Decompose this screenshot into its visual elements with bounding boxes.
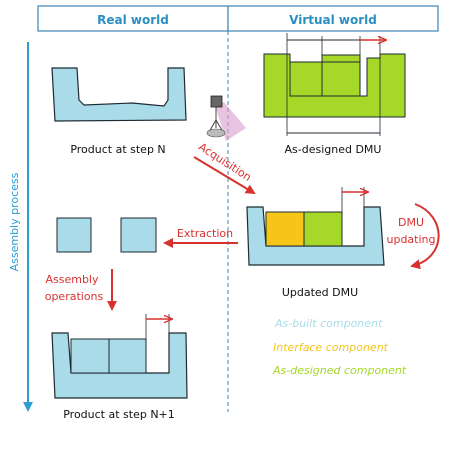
extraction-label: Extraction (177, 227, 233, 240)
legend-as-designed: As-designed component (272, 364, 407, 377)
legend-as-built: As-built component (274, 317, 383, 330)
extracted-block-1 (56, 217, 92, 253)
acquisition-arrow (193, 156, 256, 195)
assembled-block-2 (108, 338, 147, 374)
assembled-block-1 (70, 338, 110, 374)
extracted-block-2 (120, 217, 157, 253)
header-real-world: Real world (97, 13, 169, 27)
caption-updated-dmu: Updated DMU (282, 286, 358, 299)
acquisition-label: Acquisition (196, 140, 254, 184)
as-built-part (51, 67, 187, 122)
legend-interface: Interface component (273, 341, 389, 354)
header-right-box (227, 5, 439, 32)
dmu-updating-arrow (410, 203, 440, 270)
header-left-box (37, 5, 229, 32)
caption-as-designed-dmu: As-designed DMU (285, 143, 382, 156)
dmu-updating-label-1: DMU (398, 216, 424, 229)
updated-dmu: Updated DMU (246, 187, 385, 299)
header-virtual-world: Virtual world (289, 13, 377, 27)
product-step-n: Product at step N (51, 67, 187, 156)
assembly-process-label: Assembly process (8, 172, 21, 271)
legend: As-built component Interface component A… (272, 317, 407, 377)
header: Real world Virtual world (37, 5, 439, 32)
updated-designed-block (303, 211, 343, 247)
dmu-updating-label-2: updating (386, 233, 435, 246)
designed-block-2 (321, 61, 361, 97)
interface-block (265, 211, 305, 247)
as-designed-dmu: As-designed DMU (263, 33, 406, 156)
designed-block-1 (289, 61, 323, 97)
laser-scanner-icon (206, 95, 246, 141)
caption-step-n: Product at step N (70, 143, 165, 156)
assembly-operations-label-1: Assembly (45, 273, 99, 286)
product-step-n1: Product at step N+1 (51, 314, 188, 421)
assembly-operations-label-2: operations (45, 290, 104, 303)
caption-step-n1: Product at step N+1 (63, 408, 175, 421)
